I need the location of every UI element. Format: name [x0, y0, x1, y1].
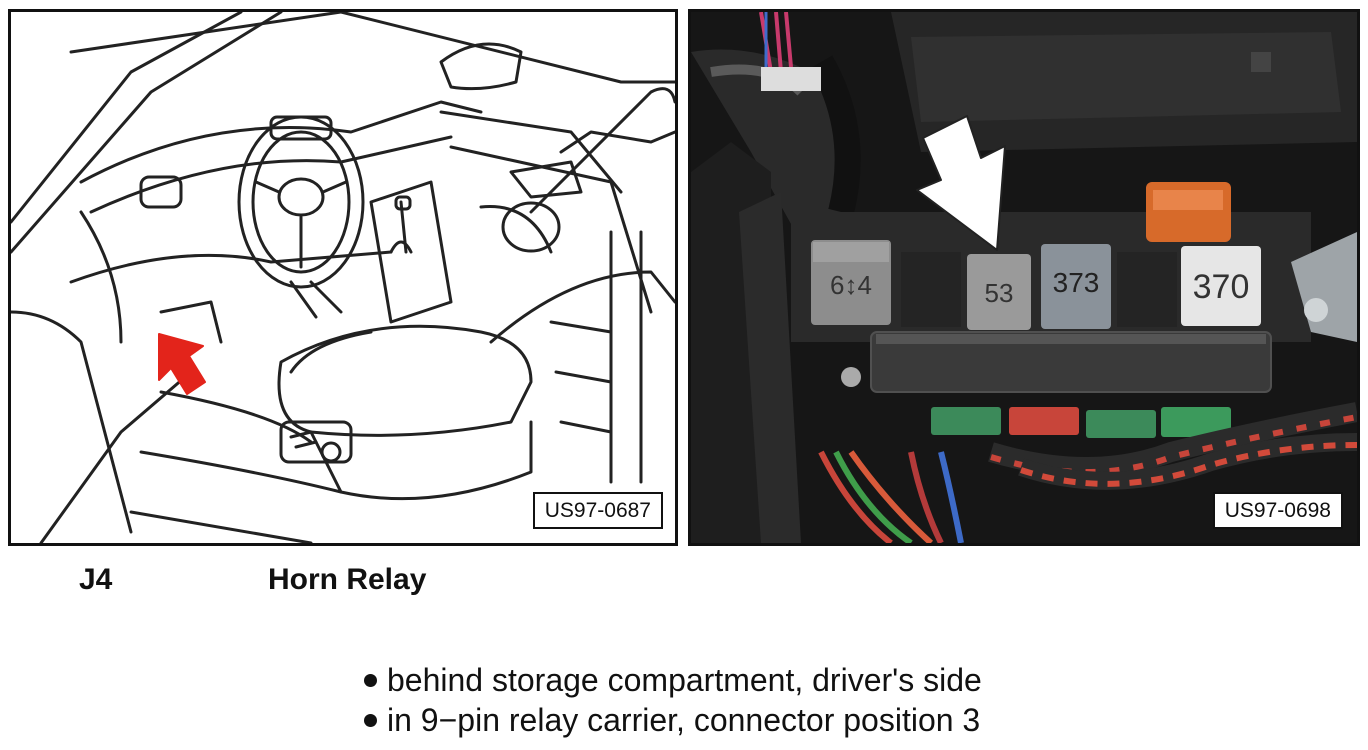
- figure-label-left: US97-0687: [532, 491, 663, 529]
- red-location-arrow-icon: [158, 333, 206, 395]
- list-item: behind storage compartment, driver's sid…: [364, 660, 982, 700]
- list-item: in 9−pin relay carrier, connector positi…: [364, 700, 982, 740]
- bullet-icon: [364, 713, 377, 727]
- figure-label-right: US97-0698: [1212, 491, 1343, 529]
- relay-label: 373: [1053, 267, 1100, 298]
- component-name: Horn Relay: [268, 563, 427, 596]
- interior-line-drawing: [11, 12, 675, 543]
- component-code: J4: [79, 563, 113, 596]
- location-notes-list: behind storage compartment, driver's sid…: [364, 660, 982, 740]
- relay-label: 6↕4: [830, 270, 872, 300]
- location-note-text: in 9−pin relay carrier, connector positi…: [387, 702, 981, 738]
- relay-carrier-photo: 6↕4 53 373 370 US97-0698: [688, 9, 1360, 546]
- relay-label: 370: [1193, 268, 1250, 306]
- bullet-icon: [364, 673, 377, 687]
- white-location-arrow-icon: [916, 115, 1006, 251]
- relay-carrier-drawing: 6↕4 53 373 370: [691, 12, 1357, 543]
- interior-illustration: US97-0687: [8, 9, 678, 546]
- location-note-text: behind storage compartment, driver's sid…: [387, 662, 982, 698]
- relay-label: 53: [985, 278, 1014, 308]
